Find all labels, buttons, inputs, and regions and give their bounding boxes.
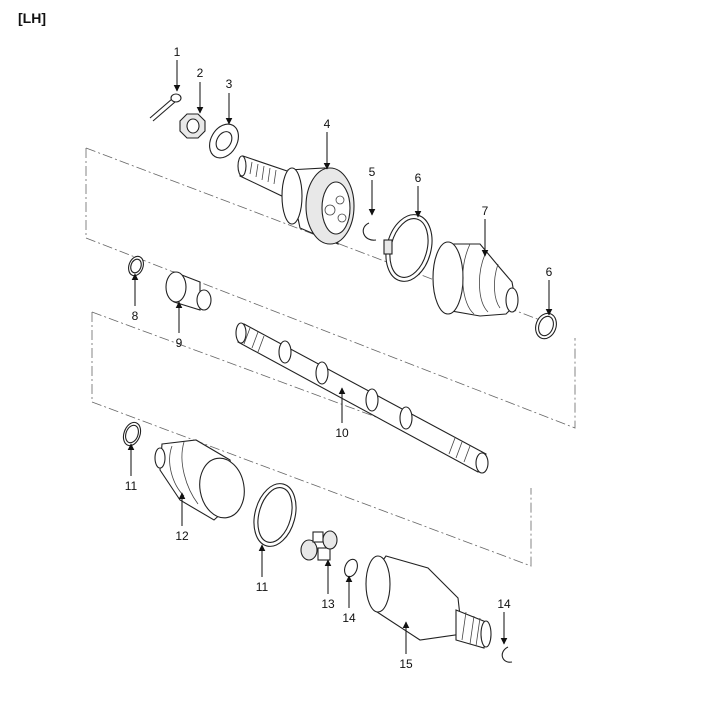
spider-assembly: [300, 530, 338, 561]
callout-5: 5: [369, 165, 376, 179]
circlip-inner: [344, 558, 358, 578]
callout-9: 9: [176, 336, 183, 350]
damper-band: [128, 255, 144, 277]
washer: [209, 123, 239, 159]
outer-boot: [432, 241, 519, 317]
callout-14a: 14: [342, 611, 356, 625]
inner-joint-housing: [365, 555, 492, 649]
outer-joint-assembly: [237, 155, 355, 245]
callout-labels: 1 2 3 4 5 6 7 6 8 9 10 11 12 11 13 14 15…: [125, 45, 553, 671]
boot-band-large: [383, 214, 433, 282]
callout-6a: 6: [415, 171, 422, 185]
callout-11a: 11: [125, 479, 138, 493]
callout-3: 3: [226, 77, 233, 91]
callout-4: 4: [324, 117, 331, 131]
callout-7: 7: [482, 204, 489, 218]
callout-6b: 6: [546, 265, 553, 279]
leader-arrows: [127, 60, 553, 654]
circlip-end: [501, 646, 513, 663]
callout-12: 12: [175, 529, 189, 543]
boot-band-large-inner: [253, 483, 297, 547]
callout-2: 2: [197, 66, 204, 80]
callout-13: 13: [321, 597, 335, 611]
callout-1: 1: [174, 45, 181, 59]
callout-10: 10: [335, 426, 349, 440]
boot-band-small-outer: [535, 312, 557, 340]
hub-nut: [179, 113, 206, 139]
callout-11b: 11: [256, 580, 269, 594]
diagram-title: [LH]: [18, 10, 46, 26]
callout-15: 15: [399, 657, 413, 671]
drive-shaft: [235, 322, 489, 474]
callout-14b: 14: [497, 597, 511, 611]
dynamic-damper: [165, 271, 212, 311]
boot-band-small-inner: [122, 421, 142, 447]
callout-8: 8: [132, 309, 139, 323]
inner-boot: [154, 439, 245, 521]
split-pin: [149, 93, 182, 122]
circlip: [362, 222, 377, 241]
